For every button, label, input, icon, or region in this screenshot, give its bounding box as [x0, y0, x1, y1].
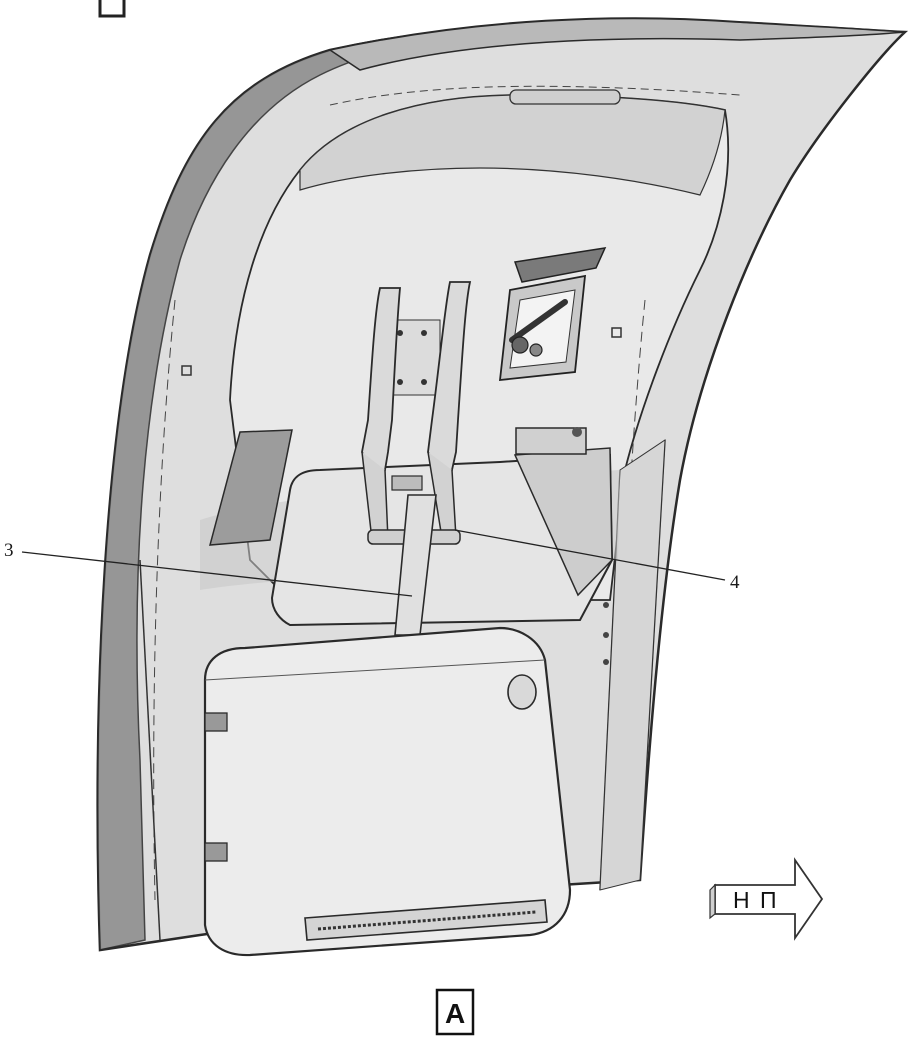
cover-round-cap — [507, 674, 537, 710]
latch-housing — [498, 247, 607, 382]
top-handle-slot — [509, 89, 621, 105]
left-recess — [209, 429, 293, 546]
leader-line-3 — [21, 551, 413, 597]
callout-4: 4 — [730, 572, 740, 593]
view-label-box — [435, 988, 475, 1036]
mounting-plate — [389, 319, 441, 396]
callout-3: 3 — [4, 540, 14, 561]
direction-label: Н П — [733, 887, 779, 913]
view-label: A — [445, 998, 465, 1029]
leader-line-4 — [454, 529, 726, 581]
lever-arms — [361, 281, 472, 545]
cover-handle — [304, 899, 548, 941]
lower-cover — [203, 626, 572, 957]
direction-arrow: Н П — [709, 857, 824, 941]
top-frame-fragment — [98, 0, 126, 18]
